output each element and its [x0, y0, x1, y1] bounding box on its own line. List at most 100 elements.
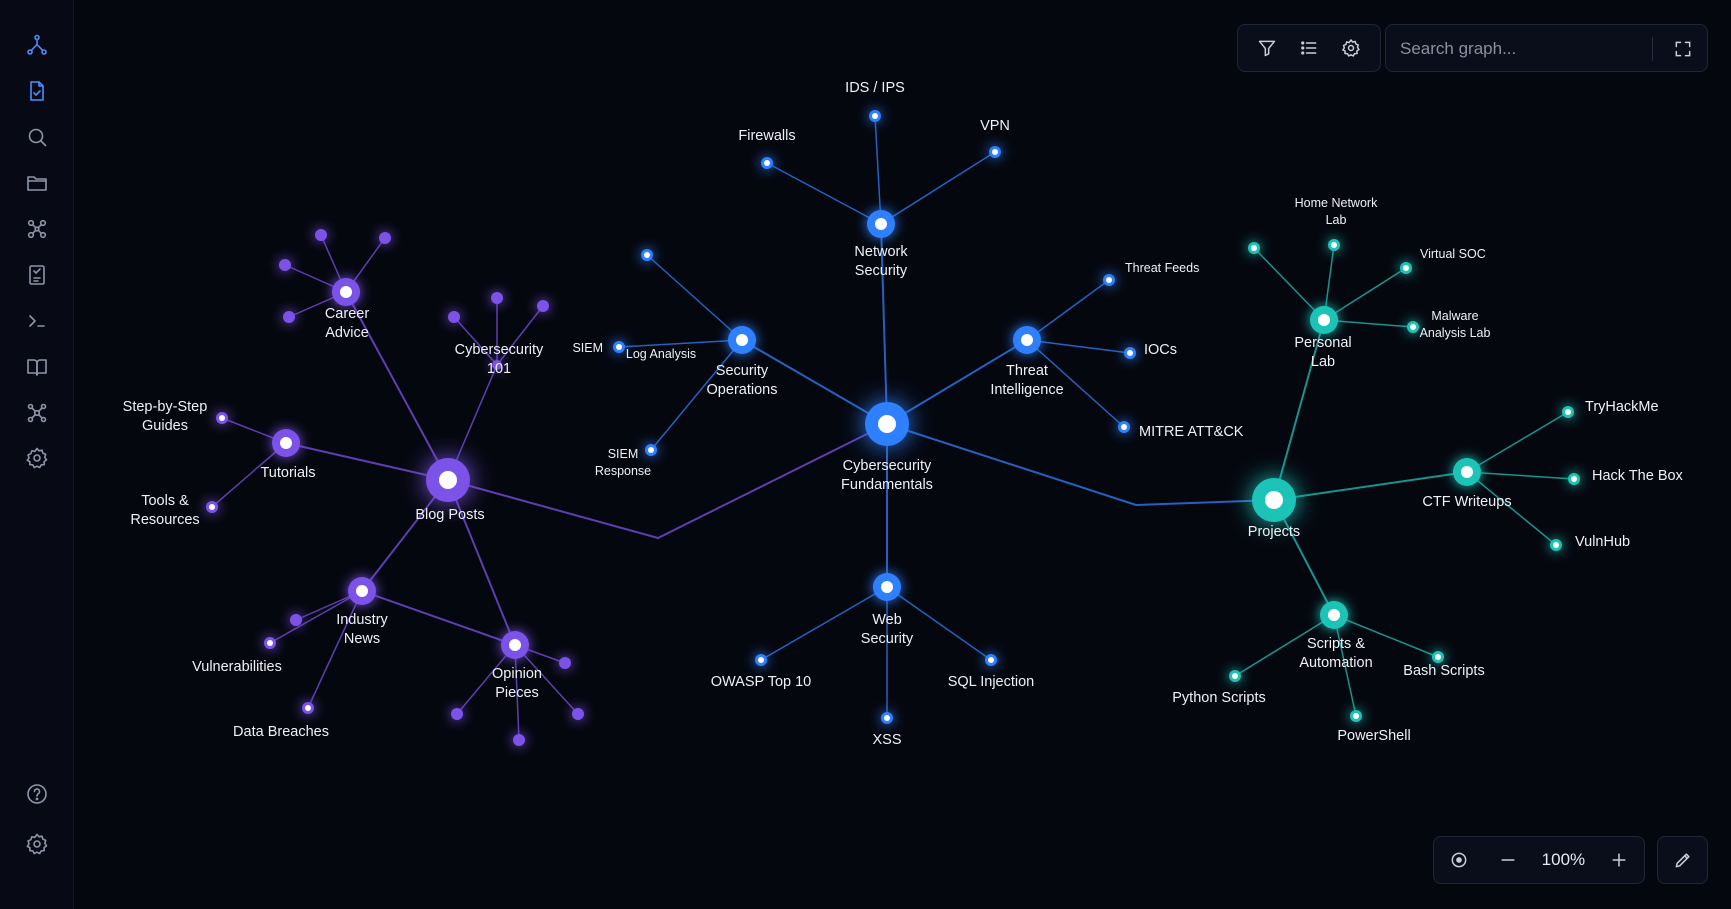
graph-node-so[interactable] [728, 326, 756, 354]
graph-node-ns[interactable] [867, 210, 895, 238]
graph-node-op1[interactable] [559, 657, 571, 669]
graph-settings-button[interactable] [1335, 32, 1367, 64]
graph-node-siem[interactable] [613, 341, 625, 353]
graph-node-proj[interactable] [1252, 478, 1296, 522]
pencil-icon [1675, 853, 1690, 868]
graph-node-fw[interactable] [761, 157, 773, 169]
graph-edge [1273, 319, 1325, 501]
graph-node-ids[interactable] [869, 110, 881, 122]
graph-node-ca[interactable] [332, 278, 360, 306]
graph-node-bp[interactable] [426, 458, 470, 502]
graph-node-pl4[interactable] [1248, 242, 1260, 254]
sidebar-bottom-help-button[interactable] [20, 777, 54, 811]
graph-node-label: IOCs [1144, 342, 1177, 358]
graph-node-htb[interactable] [1568, 473, 1580, 485]
graph-node-c101[interactable] [492, 360, 502, 370]
sidebar-graph-button[interactable] [20, 28, 54, 62]
zoom-out-button[interactable] [1493, 845, 1523, 875]
graph-edge [345, 291, 449, 481]
sidebar-terminal-button[interactable] [20, 304, 54, 338]
graph-edge [211, 442, 287, 508]
graph-edge [886, 339, 1028, 425]
graph-node-in[interactable] [348, 577, 376, 605]
list-view-button[interactable] [1293, 32, 1325, 64]
graph-node-c2[interactable] [491, 292, 503, 304]
graph-node-pl[interactable] [1310, 306, 1338, 334]
graph-node-so_top[interactable] [641, 249, 653, 261]
graph-node-iocs[interactable] [1124, 347, 1136, 359]
graph-node-ca2[interactable] [379, 232, 391, 244]
sidebar-settings-button[interactable] [20, 441, 54, 475]
graph-node-cf[interactable] [865, 402, 909, 446]
graph-node-xss[interactable] [881, 712, 893, 724]
graph-edge [456, 644, 516, 715]
graph-edge [646, 254, 743, 341]
sidebar-network-button[interactable] [20, 396, 54, 430]
graph-node-vsoc[interactable] [1400, 262, 1412, 274]
graph-node-vuln[interactable] [264, 637, 276, 649]
graph-node-sqli[interactable] [985, 654, 997, 666]
graph-node-db[interactable] [302, 702, 314, 714]
graph-node-op2[interactable] [451, 708, 463, 720]
graph-node-op3[interactable] [513, 734, 525, 746]
graph-edge [514, 644, 520, 741]
zoom-in-button[interactable] [1604, 845, 1634, 875]
recenter-button[interactable] [1444, 845, 1474, 875]
sidebar-document-button[interactable] [20, 74, 54, 108]
graph-node-py[interactable] [1229, 670, 1241, 682]
filter-icon [1258, 40, 1276, 57]
graph-node-ti[interactable] [1013, 326, 1041, 354]
graph-node-ca1[interactable] [315, 229, 327, 241]
graph-edge [285, 442, 449, 481]
graph-node-label: SQL Injection [948, 674, 1035, 690]
graph-node-mal[interactable] [1407, 321, 1419, 333]
graph-node-c3[interactable] [537, 300, 549, 312]
sidebar-notebook-button[interactable] [20, 258, 54, 292]
graph-node-label: PowerShell [1337, 728, 1410, 744]
graph-node-owasp[interactable] [755, 654, 767, 666]
graph-node-label: Tools &Resources [130, 493, 199, 528]
graph-node-ctf[interactable] [1453, 458, 1481, 486]
fullscreen-button[interactable] [1667, 33, 1699, 65]
graph-node-tut[interactable] [272, 429, 300, 457]
graph-node-hnl[interactable] [1328, 239, 1340, 251]
sidebar-nodes-button[interactable] [20, 212, 54, 246]
graph-node-vpn[interactable] [989, 146, 1001, 158]
graph-node-tr[interactable] [206, 501, 218, 513]
graph-node-ca3[interactable] [279, 259, 291, 271]
graph-node-c1[interactable] [448, 311, 460, 323]
graph-node-ca4[interactable] [283, 311, 295, 323]
graph-node-op4[interactable] [572, 708, 584, 720]
edit-button[interactable] [1657, 836, 1708, 884]
graph-edge-label: Log Analysis [626, 347, 696, 361]
sidebar-folder-button[interactable] [20, 166, 54, 200]
sidebar-book-button[interactable] [20, 350, 54, 384]
graph-node-bash[interactable] [1432, 651, 1444, 663]
graph-icon [27, 34, 47, 55]
filter-button[interactable] [1251, 32, 1283, 64]
graph-node-vh[interactable] [1550, 539, 1562, 551]
graph-node-in1[interactable] [290, 614, 302, 626]
plus-icon [1612, 853, 1626, 867]
search-icon [28, 128, 47, 147]
graph-node-ws[interactable] [873, 573, 901, 601]
graph-node-thm[interactable] [1562, 406, 1574, 418]
graph-edge [1234, 614, 1335, 677]
graph-node-ps[interactable] [1350, 710, 1362, 722]
graph-node-tf[interactable] [1103, 274, 1115, 286]
graph-node-label: Firewalls [738, 128, 795, 144]
search-input[interactable] [1398, 33, 1632, 65]
graph-node-siemr[interactable] [645, 444, 657, 456]
graph-node-sbs[interactable] [216, 412, 228, 424]
sidebar-bottom-settings-button[interactable] [20, 827, 54, 861]
graph-node-op[interactable] [501, 631, 529, 659]
settings-icon [26, 833, 48, 855]
sidebar-search-button[interactable] [20, 120, 54, 154]
graph-node-sa[interactable] [1320, 601, 1348, 629]
graph-node-label: Data Breaches [233, 724, 329, 740]
graph-node-mitre[interactable] [1118, 421, 1130, 433]
